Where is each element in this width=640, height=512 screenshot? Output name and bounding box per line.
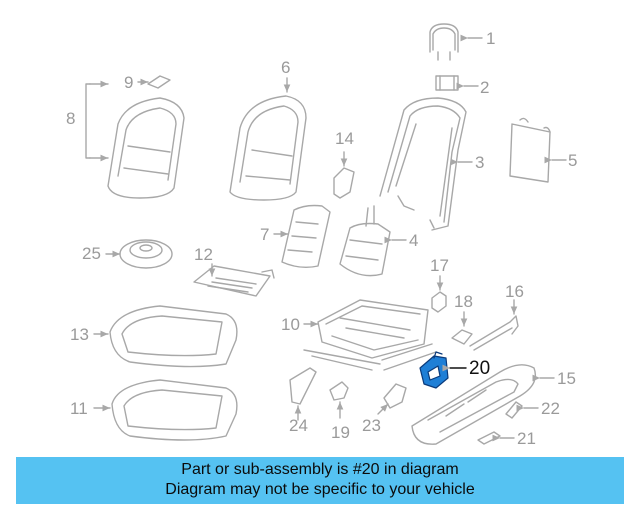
callout-23: 23 xyxy=(362,416,381,435)
callout-5: 5 xyxy=(568,151,578,170)
side-bracket-part xyxy=(333,167,355,199)
callout-16: 16 xyxy=(505,282,524,301)
callout-22: 22 xyxy=(541,399,560,418)
highlighted-part-20 xyxy=(419,351,449,389)
rail-cover-part xyxy=(289,367,317,405)
callout-19: 19 xyxy=(331,423,350,442)
seatback-pad-part xyxy=(107,97,185,199)
banner-line-part: Part or sub-assembly is #20 in diagram xyxy=(181,461,459,478)
switch-knob-part xyxy=(505,401,523,419)
lower-bracket-part xyxy=(383,383,407,409)
seatback-cover-part xyxy=(229,95,307,201)
callout-17: 17 xyxy=(430,256,449,275)
rod-part xyxy=(469,315,519,351)
callout-9: 9 xyxy=(124,73,134,92)
callout-8: 8 xyxy=(66,109,76,128)
callout-12: 12 xyxy=(194,245,213,264)
headrest-guide-part xyxy=(435,75,459,91)
callout-14: 14 xyxy=(335,129,354,148)
callout-15: 15 xyxy=(557,369,576,388)
cushion-mat-part xyxy=(193,265,275,297)
callout-18: 18 xyxy=(454,292,473,311)
callout-7: 7 xyxy=(260,225,270,244)
seatback-frame-part xyxy=(379,97,467,231)
callout-13: 13 xyxy=(70,325,89,344)
switch-knob-2-part xyxy=(477,431,501,445)
seat-frame-part xyxy=(303,299,437,371)
cushion-cover-part xyxy=(109,305,238,368)
callout-10: 10 xyxy=(281,315,300,334)
cap-part xyxy=(451,329,473,345)
back-panel-part xyxy=(509,117,551,183)
small-clip-part xyxy=(431,291,447,313)
info-banner: Part or sub-assembly is #20 in diagram D… xyxy=(16,457,624,504)
headrest-part xyxy=(429,23,459,61)
back-module-part xyxy=(339,205,391,277)
banner-line-disclaimer: Diagram may not be specific to your vehi… xyxy=(165,481,475,498)
clip-part xyxy=(147,75,171,89)
callout-21: 21 xyxy=(517,429,536,448)
callout-2: 2 xyxy=(480,78,490,97)
parts-diagram: 1 2 3 4 5 6 7 8 9 10 11 12 13 14 15 16 1… xyxy=(66,23,578,448)
diagram-drawing xyxy=(85,23,567,445)
side-shield-part xyxy=(411,364,537,445)
callout-24: 24 xyxy=(289,416,308,435)
small-cover-part xyxy=(329,381,349,401)
callout-20: 20 xyxy=(469,358,491,379)
callout-25: 25 xyxy=(82,244,101,263)
callout-3: 3 xyxy=(475,153,485,172)
cushion-pad-part xyxy=(111,379,238,441)
callout-1: 1 xyxy=(486,29,496,48)
round-cover-part xyxy=(119,239,173,269)
callout-4: 4 xyxy=(409,231,419,250)
lumbar-mat-part xyxy=(281,204,331,269)
callout-6: 6 xyxy=(281,58,291,77)
callout-11: 11 xyxy=(70,399,88,418)
